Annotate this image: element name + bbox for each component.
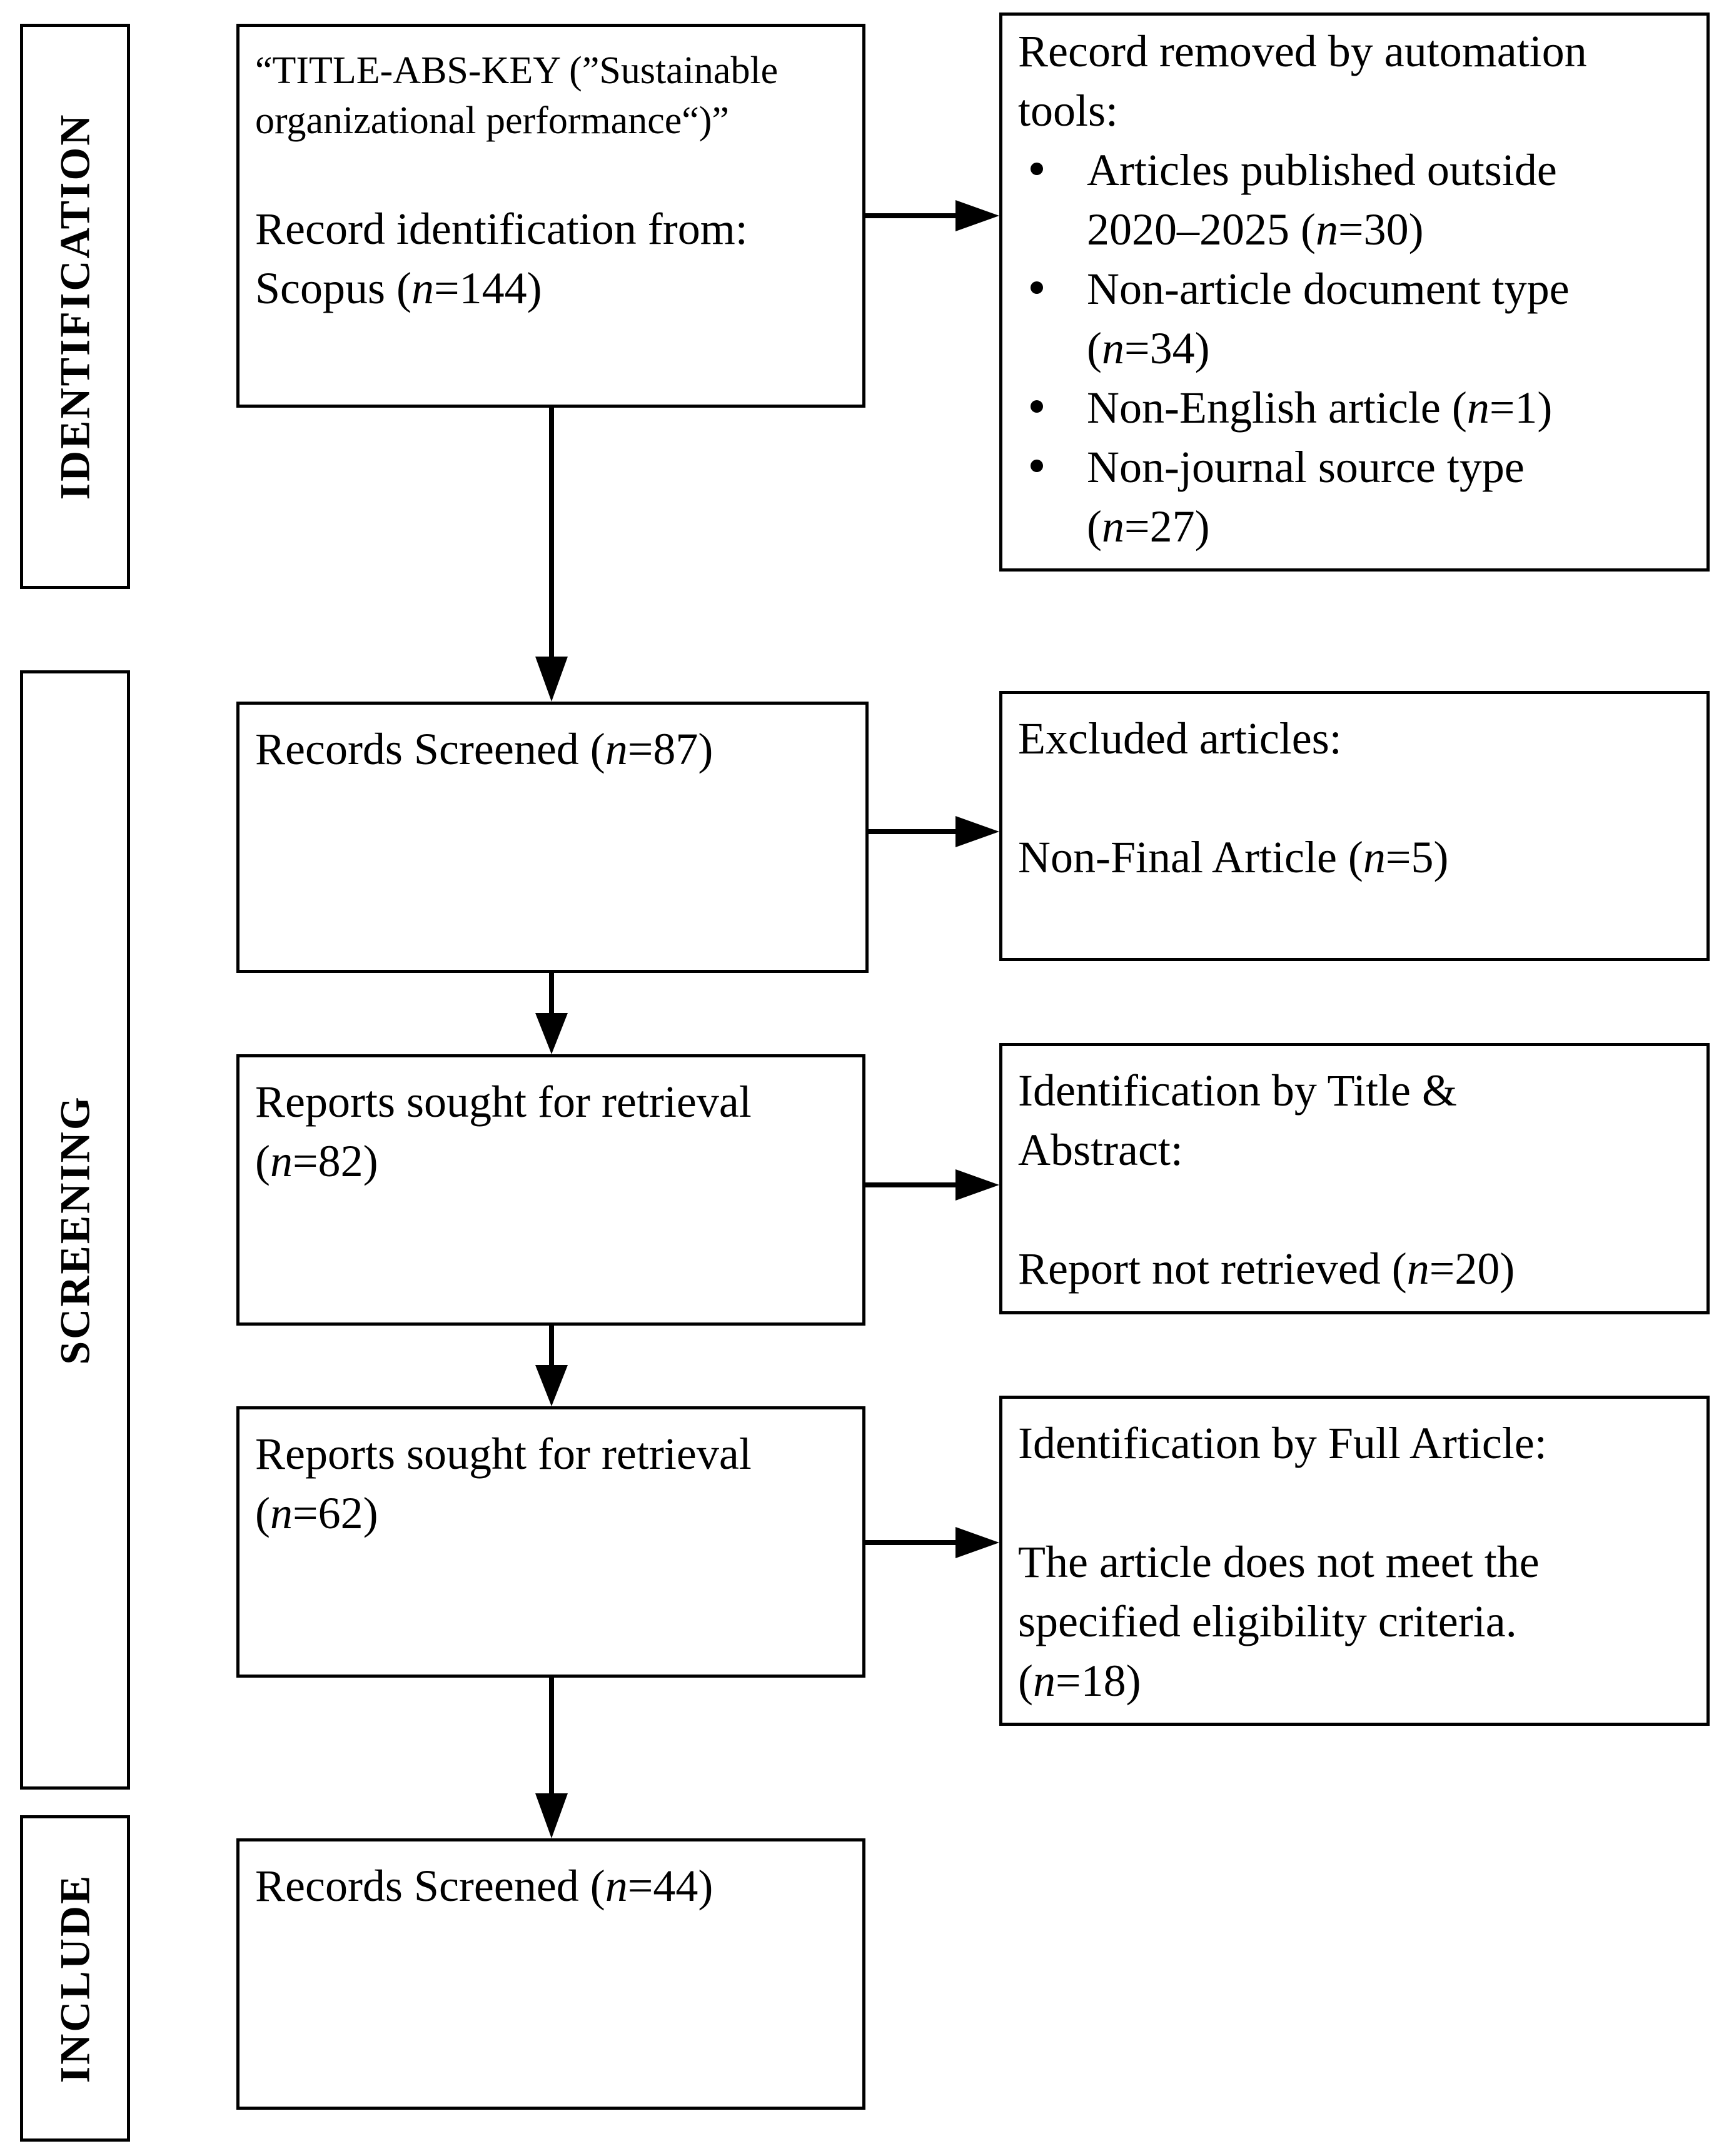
- retrieval-2-text: Reports sought for retrieval (n=62): [255, 1424, 752, 1543]
- full-article-text: Identification by Full Article: The arti…: [1018, 1414, 1547, 1711]
- removed-reason-item: Articles published outside 2020–2025 (n=…: [1018, 141, 1587, 259]
- removed-title-line: Record removed by automation: [1018, 26, 1587, 76]
- title-abstract-text: Identification by Title & Abstract: Repo…: [1018, 1061, 1515, 1299]
- excluded-count: Non-Final Article (n=5): [1018, 832, 1449, 882]
- excluded-text: Excluded articles: Non-Final Article (n=…: [1018, 709, 1448, 887]
- title-abstract-box: Identification by Title & Abstract: Repo…: [999, 1043, 1710, 1314]
- phase-screening: SCREENING: [20, 670, 130, 1790]
- retrieval-box-1: Reports sought for retrieval (n=82): [236, 1054, 865, 1326]
- retrieval-box-2: Reports sought for retrieval (n=62): [236, 1406, 865, 1678]
- record-source-label: Record identification from:: [255, 204, 748, 254]
- removed-reason-item: Non-article document type (n=34): [1018, 259, 1587, 378]
- vertical-arrow: [535, 1678, 568, 1838]
- full-article-line: The article does not meet the: [1018, 1537, 1540, 1587]
- search-query-line: “TITLE-ABS-KEY (”Sustainable: [255, 49, 779, 92]
- included-count: Records Screened (n=44): [255, 1861, 713, 1911]
- removed-reason-item: Non-journal source type (n=27): [1018, 438, 1587, 557]
- record-source: Record identification from: Scopus (n=14…: [255, 199, 748, 318]
- retrieval-2-count: (n=62): [255, 1488, 378, 1538]
- identification-box: “TITLE-ABS-KEY (”Sustainable organizatio…: [236, 24, 865, 408]
- full-article-title: Identification by Full Article:: [1018, 1418, 1547, 1468]
- record-source-count: Scopus (n=144): [255, 263, 542, 313]
- full-article-count: (n=18): [1018, 1656, 1141, 1706]
- excluded-title: Excluded articles:: [1018, 713, 1342, 763]
- included-box: Records Screened (n=44): [236, 1838, 865, 2110]
- vertical-arrow: [535, 1326, 568, 1406]
- horizontal-arrow: [865, 1527, 999, 1558]
- vertical-arrow: [535, 973, 568, 1054]
- removed-list: Record removed by automation tools: Arti…: [1018, 22, 1587, 557]
- retrieval-1-count: (n=82): [255, 1136, 378, 1186]
- horizontal-arrow: [865, 200, 999, 231]
- removed-box: Record removed by automation tools: Arti…: [999, 13, 1710, 572]
- phase-include: INCLUDE: [20, 1815, 130, 2142]
- retrieval-1-text: Reports sought for retrieval (n=82): [255, 1072, 752, 1191]
- horizontal-arrow: [865, 1169, 999, 1201]
- title-abstract-title: Abstract:: [1018, 1125, 1183, 1175]
- search-query-line: organizational performance“)”: [255, 99, 729, 142]
- retrieval-1-label: Reports sought for retrieval: [255, 1077, 752, 1127]
- retrieval-2-label: Reports sought for retrieval: [255, 1429, 752, 1479]
- removed-reasons: Articles published outside 2020–2025 (n=…: [1018, 141, 1587, 557]
- vertical-arrow: [535, 408, 568, 702]
- full-article-line: specified eligibility criteria.: [1018, 1596, 1517, 1646]
- not-retrieved-count: Report not retrieved (n=20): [1018, 1244, 1515, 1294]
- excluded-box: Excluded articles: Non-Final Article (n=…: [999, 691, 1710, 961]
- search-query: “TITLE-ABS-KEY (”Sustainable organizatio…: [255, 46, 778, 146]
- full-article-box: Identification by Full Article: The arti…: [999, 1396, 1710, 1726]
- horizontal-arrow: [869, 816, 999, 847]
- screened-box: Records Screened (n=87): [236, 702, 869, 973]
- removed-reason-item: Non-English article (n=1): [1018, 378, 1587, 438]
- phase-identification: IDENTIFICATION: [20, 24, 130, 589]
- removed-title-line: tools:: [1018, 86, 1119, 136]
- title-abstract-title: Identification by Title &: [1018, 1065, 1457, 1116]
- screened-count: Records Screened (n=87): [255, 724, 713, 774]
